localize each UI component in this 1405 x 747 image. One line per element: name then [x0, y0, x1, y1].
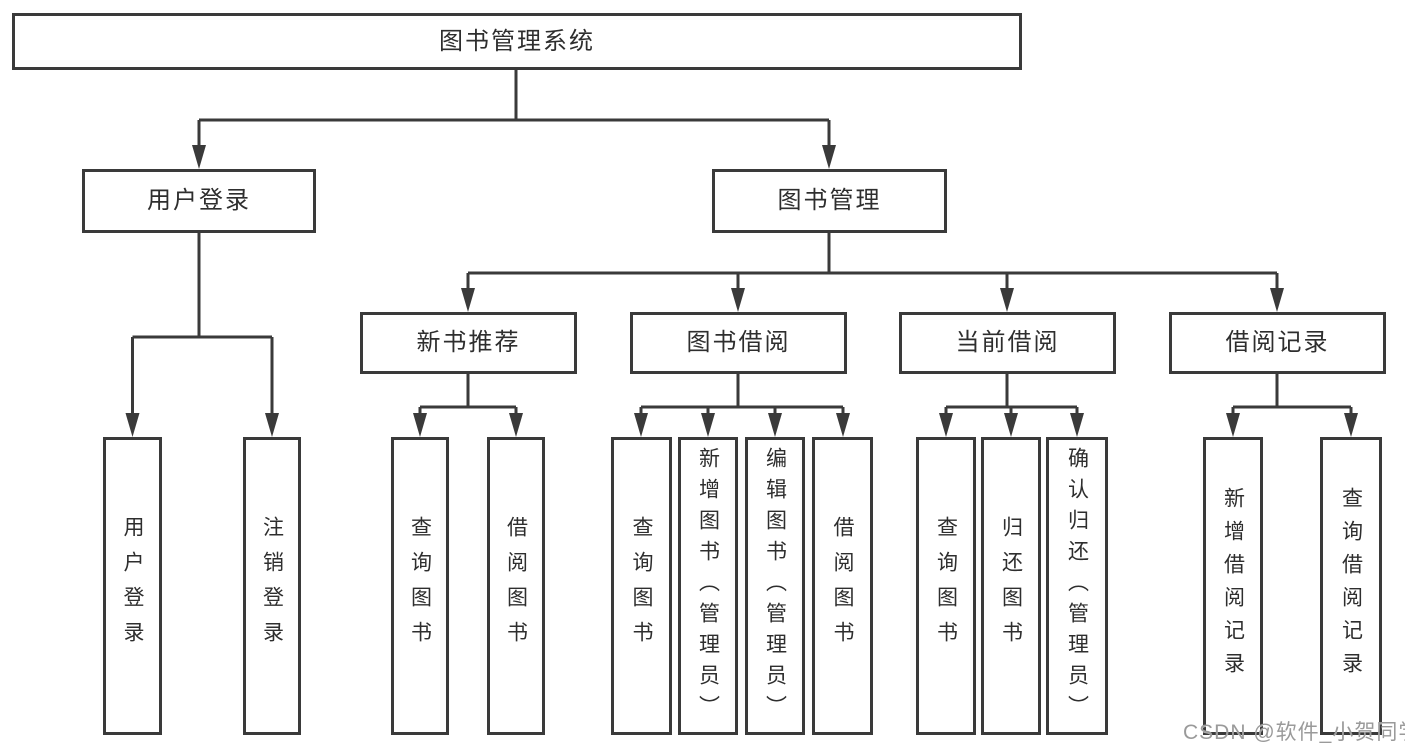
- leaf-add-book-admin-label: 新增图书（管理员）: [696, 446, 720, 726]
- leaf-search-books-2-label: 查询图书: [630, 516, 653, 656]
- connector-borrowing-records: [1231, 374, 1353, 418]
- leaf-add-borrow-record: 新增借阅记录: [1203, 437, 1263, 735]
- leaf-edit-book-admin: 编辑图书（管理员）: [745, 437, 805, 735]
- leaf-search-books-1-label: 查询图书: [408, 516, 432, 656]
- leaf-user-login-label: 用户登录: [121, 516, 144, 656]
- connector-current-borrowing: [944, 374, 1079, 418]
- leaf-borrow-books-2-label: 借阅图书: [831, 516, 854, 656]
- node-new-book-recommendation: 新书推荐: [360, 312, 577, 374]
- leaf-query-borrow-record-label: 查询借阅记录: [1339, 487, 1363, 685]
- leaf-return-book: 归还图书: [981, 437, 1041, 735]
- connector-root: [197, 70, 831, 150]
- watermark: CSDN @软件_小贺同学: [1183, 721, 1405, 744]
- leaf-borrow-books-1: 借阅图书: [487, 437, 545, 735]
- leaf-borrow-books-2: 借阅图书: [812, 437, 873, 735]
- node-current-borrowing: 当前借阅: [899, 312, 1116, 374]
- leaf-user-login: 用户登录: [103, 437, 162, 735]
- leaf-query-borrow-record: 查询借阅记录: [1320, 437, 1382, 735]
- node-borrowing-records: 借阅记录: [1169, 312, 1386, 374]
- connector-book-management: [466, 233, 1279, 293]
- node-book-borrowing: 图书借阅: [630, 312, 847, 374]
- connector-user-login: [131, 233, 274, 418]
- connector-book-borrowing: [639, 374, 845, 418]
- leaf-search-books-3: 查询图书: [916, 437, 976, 735]
- node-root: 图书管理系统: [12, 13, 1022, 70]
- leaf-add-borrow-record-label: 新增借阅记录: [1221, 487, 1245, 685]
- leaf-return-book-label: 归还图书: [999, 516, 1023, 656]
- node-book-management: 图书管理: [712, 169, 947, 233]
- leaf-borrow-books-1-label: 借阅图书: [504, 516, 528, 656]
- leaf-search-books-2: 查询图书: [611, 437, 672, 735]
- node-user-login: 用户登录: [82, 169, 316, 233]
- leaf-add-book-admin: 新增图书（管理员）: [678, 437, 738, 735]
- leaf-edit-book-admin-label: 编辑图书（管理员）: [763, 446, 787, 726]
- arrowheads: [125, 145, 1358, 437]
- leaf-search-books-1: 查询图书: [391, 437, 449, 735]
- leaf-confirm-return-admin: 确认归还（管理员）: [1046, 437, 1108, 735]
- leaf-logout-login-label: 注销登录: [260, 516, 284, 656]
- leaf-search-books-3-label: 查询图书: [934, 516, 958, 656]
- leaf-confirm-return-admin-label: 确认归还（管理员）: [1065, 446, 1089, 726]
- leaf-logout-login: 注销登录: [243, 437, 301, 735]
- connector-new-book-recommendation: [418, 374, 518, 418]
